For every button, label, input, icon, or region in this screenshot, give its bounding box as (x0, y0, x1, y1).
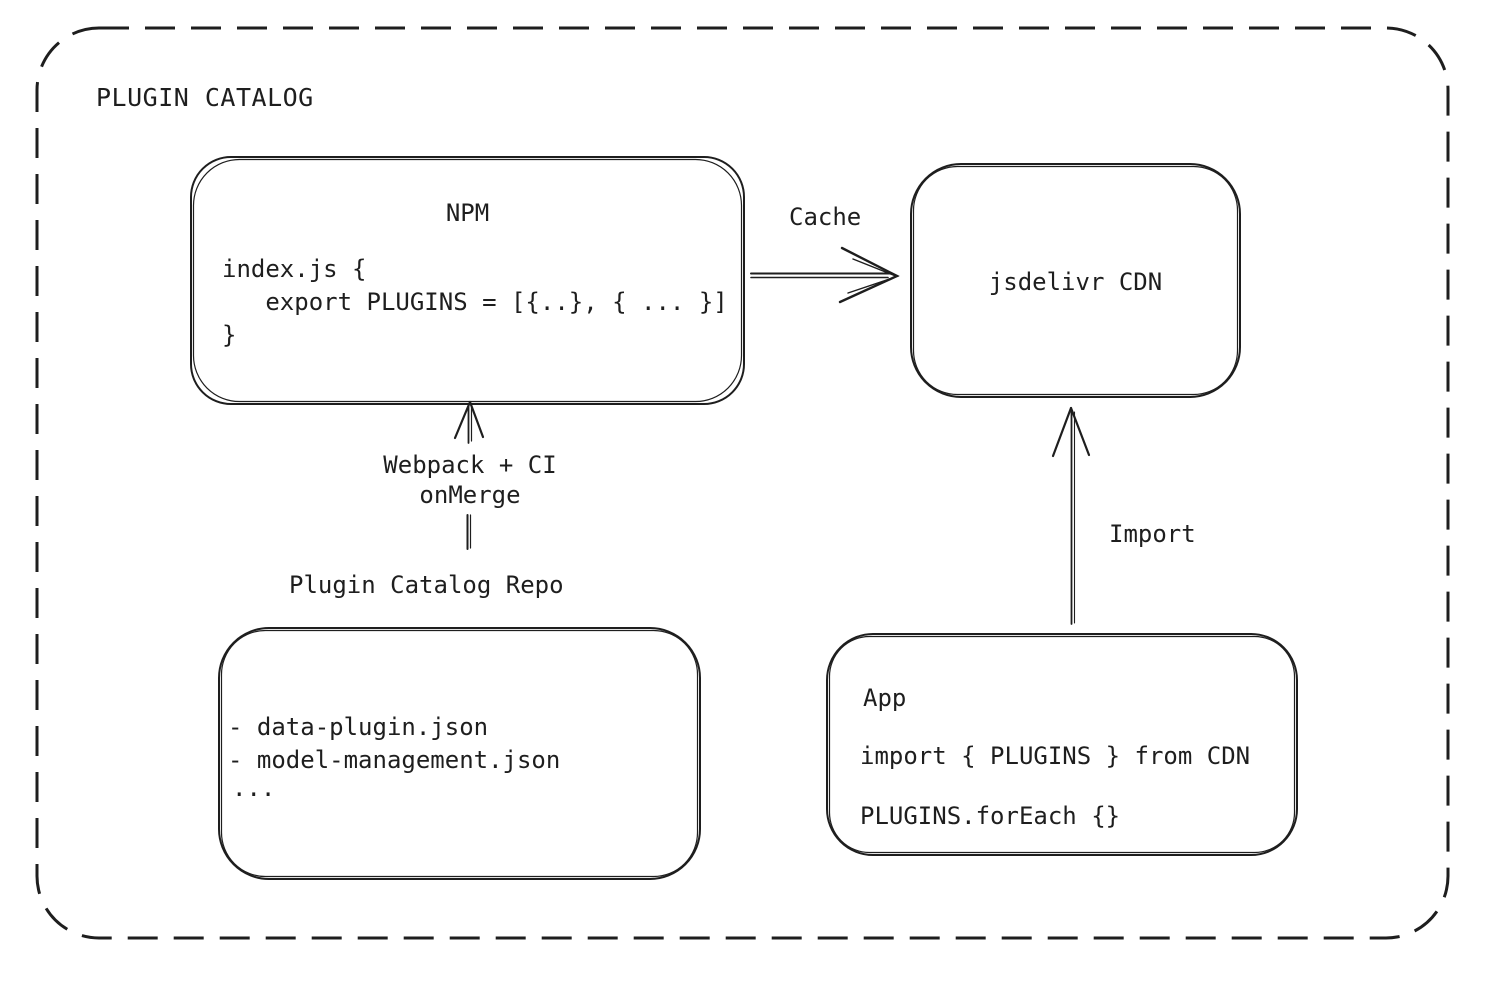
build-arrow (453, 400, 485, 550)
repo-file-item-1: - data-plugin.json (228, 713, 489, 741)
app-code-line-2: PLUGINS.forEach {} (860, 802, 1121, 830)
app-code-line-1: import { PLUGINS } from CDN (860, 742, 1251, 770)
npm-code-line-1: index.js { (222, 255, 367, 283)
import-arrow (1051, 406, 1091, 625)
npm-box-title: NPM (445, 199, 490, 227)
app-box-title: App (863, 684, 907, 712)
cache-arrow-label: Cache (789, 203, 862, 231)
repo-box-outline (218, 627, 701, 880)
on-merge-label: onMerge (419, 481, 521, 509)
catalog-boundary-dashed-border (35, 26, 1450, 940)
cdn-box-label: jsdelivr CDN (988, 268, 1163, 296)
npm-code-line-3: } (222, 321, 237, 349)
npm-code-line-2: export PLUGINS = [{..}, { ... }] (222, 288, 728, 316)
repo-box-label: Plugin Catalog Repo (289, 571, 564, 599)
diagram-title: PLUGIN CATALOG (96, 83, 314, 112)
cache-arrow (750, 246, 900, 304)
repo-file-item-2: - model-management.json (228, 746, 561, 774)
npm-box-outline (190, 156, 745, 405)
import-arrow-label: Import (1109, 520, 1196, 548)
app-box-outline (826, 633, 1298, 856)
webpack-ci-label: Webpack + CI (383, 451, 557, 479)
repo-file-item-ellipsis: ... (232, 774, 276, 802)
cdn-box-outline (910, 163, 1241, 398)
